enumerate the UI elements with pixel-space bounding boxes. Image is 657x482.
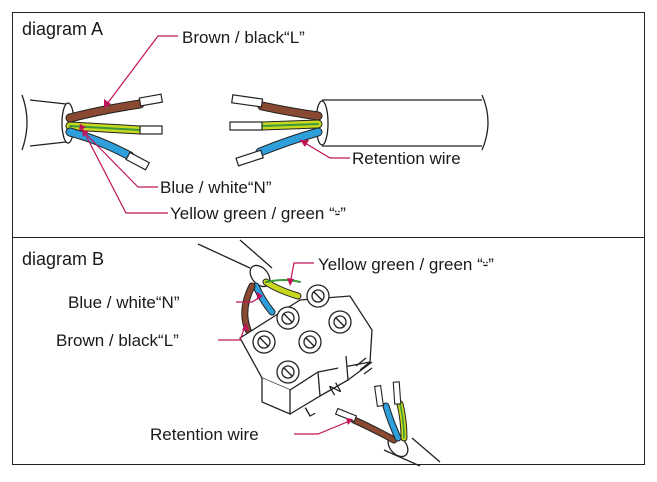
- tips-b-lower: [334, 381, 402, 423]
- pointers-a: [79, 35, 350, 214]
- cable-b-upper: [197, 239, 273, 288]
- diagram-b-title: diagram B: [22, 249, 105, 269]
- pointer-arrowheads-a: [79, 99, 309, 147]
- diagram-b-retention-label: Retention wire: [150, 425, 259, 444]
- terminal-block: [239, 284, 373, 415]
- diagram-a-retention-label: Retention wire: [352, 149, 461, 168]
- earth-symbol-icon: [355, 357, 373, 375]
- tips-a-right: [229, 94, 264, 167]
- pointer-arrowheads-b: [242, 278, 353, 425]
- tips-a-left: [125, 93, 164, 171]
- diagram-a-brown-label: Brown / black“L”: [182, 28, 305, 47]
- wires-b-lower: [350, 400, 408, 444]
- diagram-b-blue-label: Blue / white“N”: [68, 293, 180, 312]
- diagram-a-blue-label: Blue / white“N”: [160, 178, 272, 197]
- wires-a-right: [255, 101, 323, 157]
- diagram-a-yellow-label: Yellow green / green “⸚”: [170, 204, 346, 223]
- diagram-b-brown-label: Brown / black“L”: [56, 331, 179, 350]
- cable-a-right: [315, 94, 489, 151]
- panel-divider: [12, 237, 645, 238]
- wires-b-upper: [241, 278, 302, 334]
- diagram-a-title: diagram A: [22, 19, 104, 39]
- cable-a-left: [21, 94, 75, 151]
- diagram-b-yellow-label: Yellow green / green “⸚”: [318, 255, 494, 274]
